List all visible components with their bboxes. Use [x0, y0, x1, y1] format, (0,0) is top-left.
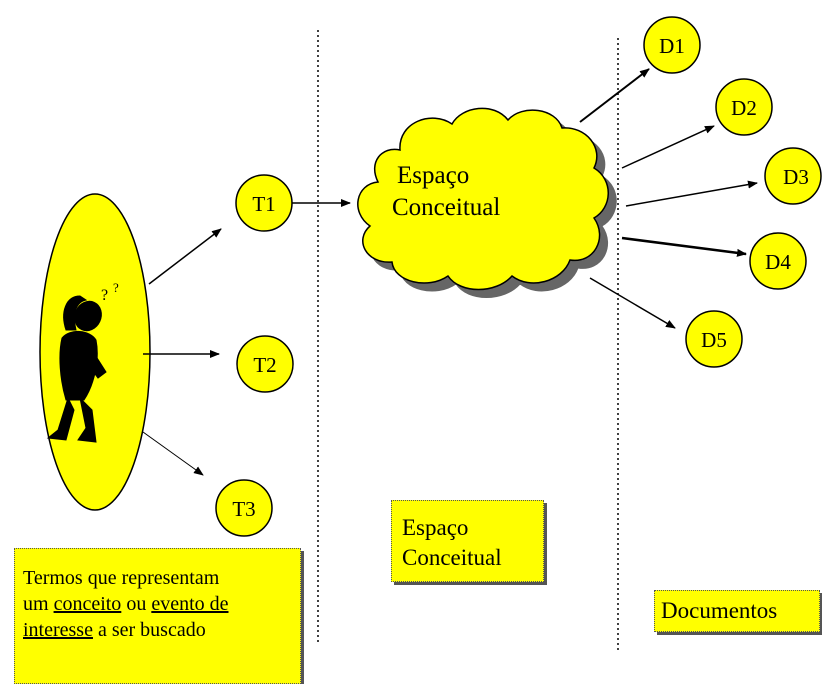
arrow-cloud-d2 — [621, 125, 715, 169]
node-t2-label: T2 — [253, 353, 276, 377]
terms-interest-link: interesse — [23, 619, 93, 641]
terms-text-2a: um — [23, 593, 54, 615]
terms-text-2b: ou — [121, 593, 152, 615]
arrow-cloud-d4 — [621, 236, 747, 257]
node-d5: D5 — [685, 310, 743, 368]
node-d4: D4 — [749, 232, 807, 290]
terms-text-1: Termos que representam — [23, 567, 220, 589]
node-d1-label: D1 — [659, 34, 685, 58]
concept-space-caption-line1: Espaço — [402, 515, 469, 540]
terms-line-1: Termos que representam — [23, 565, 300, 591]
concept-space-caption-line2: Conceitual — [402, 545, 502, 570]
node-d3-label: D3 — [783, 165, 809, 189]
node-d2: D2 — [715, 78, 773, 136]
documents-caption-label: Documentos — [661, 598, 778, 623]
node-d3: D3 — [764, 147, 822, 205]
arrow-cloud-d1 — [579, 68, 650, 123]
arrow-user-t3 — [142, 431, 204, 476]
svg-text:?: ? — [101, 287, 108, 304]
terms-text-3: a ser buscado — [92, 619, 206, 641]
concept-space-caption-box: Espaço Conceitual — [391, 500, 544, 582]
node-t1-label: T1 — [252, 192, 275, 216]
terms-line-3: interesse a ser buscado — [23, 617, 300, 643]
arrow-user-t1 — [148, 228, 222, 285]
arrow-cloud-d3 — [625, 180, 758, 207]
node-t3-label: T3 — [232, 497, 255, 521]
thinking-person-icon: ? ? — [46, 280, 119, 443]
terms-concept-link: conceito — [53, 593, 122, 615]
node-d5-label: D5 — [701, 328, 727, 352]
cloud-label-line1: Espaço — [397, 162, 469, 189]
node-t2: T2 — [236, 335, 294, 393]
svg-text:?: ? — [113, 280, 119, 295]
node-d2-label: D2 — [731, 96, 757, 120]
node-d4-label: D4 — [765, 250, 791, 274]
cloud-label-line2: Conceitual — [392, 194, 500, 221]
documents-caption-box: Documentos — [654, 590, 820, 632]
terms-event-link: evento de — [151, 593, 229, 615]
node-t3: T3 — [215, 479, 273, 537]
terms-caption-box: Termos que representam um conceito ou ev… — [14, 548, 301, 684]
terms-line-2: um conceito ou evento de — [23, 591, 300, 617]
node-t1: T1 — [235, 174, 293, 232]
concept-cloud — [357, 107, 609, 291]
node-d1: D1 — [643, 16, 701, 74]
arrow-cloud-d5 — [589, 277, 676, 329]
